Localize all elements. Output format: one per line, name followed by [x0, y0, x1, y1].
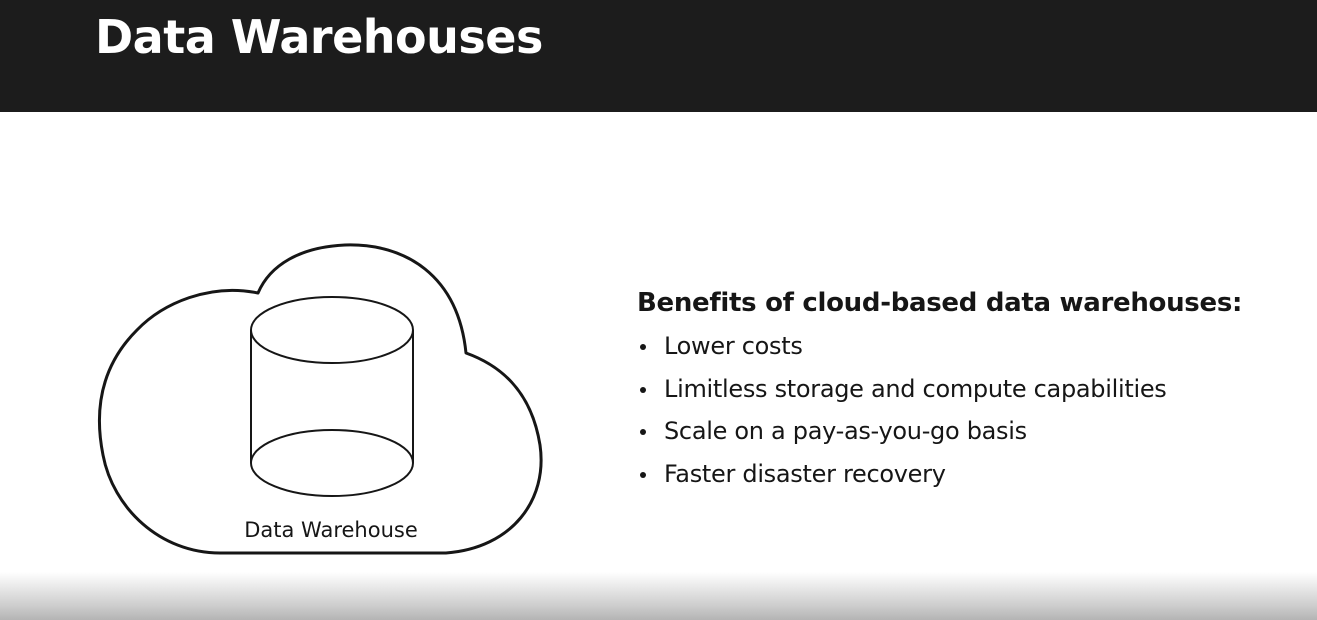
benefits-section: Benefits of cloud-based data warehouses:… — [637, 284, 1307, 495]
bullet-icon — [640, 344, 646, 350]
list-item: Scale on a pay-as-you-go basis — [637, 410, 1307, 453]
benefit-faster-recovery: Faster disaster recovery — [664, 459, 946, 488]
slide-title: Data Warehouses — [95, 10, 543, 64]
list-item: Lower costs — [637, 325, 1307, 368]
list-item: Faster disaster recovery — [637, 453, 1307, 496]
bottom-fade — [0, 572, 1317, 620]
bullet-icon — [640, 386, 646, 393]
header-bar: Data Warehouses — [0, 0, 1317, 112]
cloud-icon — [97, 243, 543, 555]
benefit-scale-pay-as-you-go: Scale on a pay-as-you-go basis — [664, 417, 1027, 446]
benefits-heading: Benefits of cloud-based data warehouses: — [637, 288, 1243, 318]
bullet-icon — [640, 429, 646, 436]
list-item: Limitless storage and compute capabiliti… — [637, 368, 1307, 411]
data-warehouse-label: Data Warehouse — [244, 518, 418, 542]
benefits-list: Lower costs Limitless storage and comput… — [637, 325, 1307, 495]
benefit-limitless-storage: Limitless storage and compute capabiliti… — [664, 374, 1167, 403]
benefit-lower-costs: Lower costs — [664, 332, 803, 360]
bullet-icon — [640, 471, 646, 478]
database-cylinder-icon — [250, 296, 414, 497]
